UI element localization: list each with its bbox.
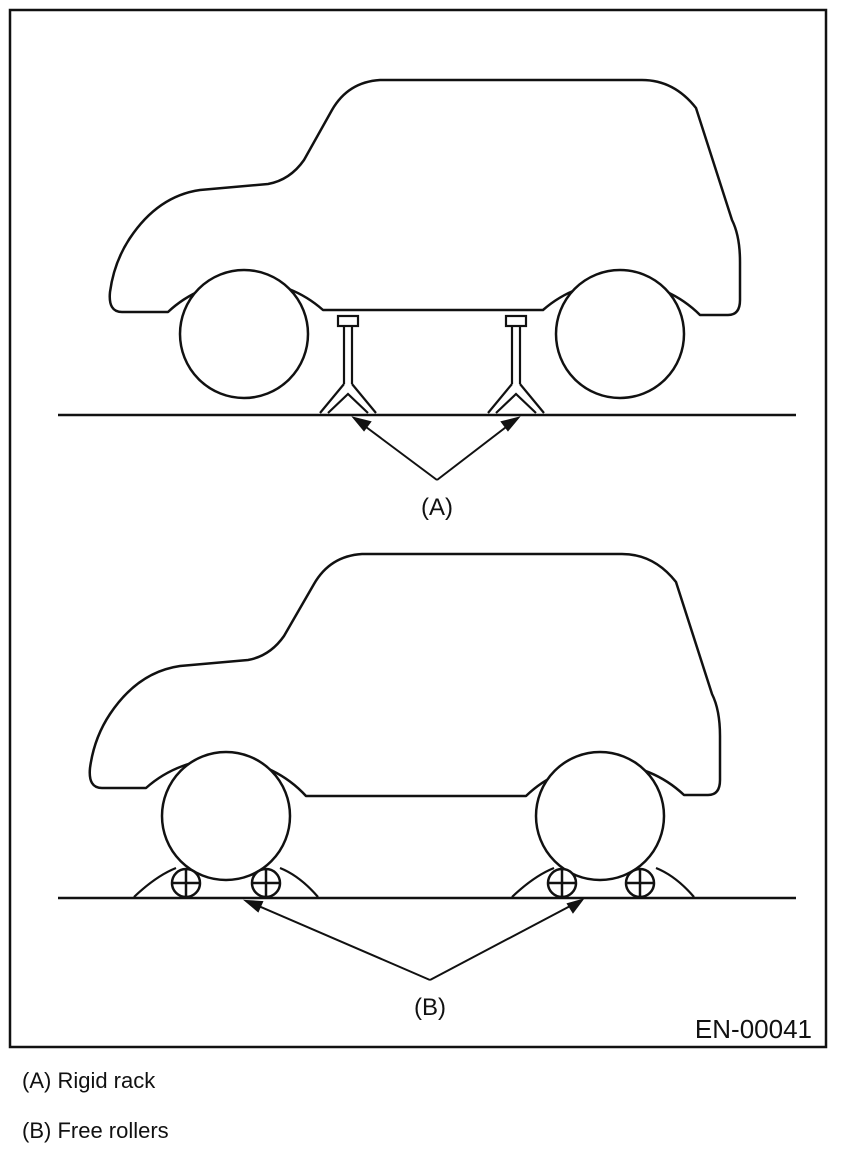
front-wheel-bottom <box>160 750 292 882</box>
figure-border <box>8 8 828 1049</box>
car-body-bottom <box>88 552 722 798</box>
figure-code: EN-00041 <box>695 1014 812 1044</box>
callout-label-b: (B) <box>414 994 446 1021</box>
callout-arrows-b <box>243 898 585 981</box>
diagram-figure: (A) <box>8 8 828 1049</box>
callout-label-a: (A) <box>421 494 453 521</box>
vehicle-on-rigid-rack: (A) <box>58 78 796 521</box>
free-roller-4 <box>624 867 656 899</box>
rigid-rack-right <box>487 314 545 414</box>
rear-wheel-bottom <box>534 750 666 882</box>
free-roller-2 <box>250 867 282 899</box>
front-wheel-top <box>178 268 310 400</box>
rigid-rack-left <box>319 314 377 414</box>
free-roller-1 <box>170 867 202 899</box>
rear-wheel-top <box>554 268 686 400</box>
roller-base-front <box>133 866 319 898</box>
callout-arrows-a <box>351 416 521 481</box>
roller-base-rear <box>511 866 695 898</box>
car-body-top <box>108 78 742 317</box>
legend-item-rigid-rack: (A) Rigid rack <box>22 1068 156 1093</box>
free-roller-3 <box>546 867 578 899</box>
legend-item-free-rollers: (B) Free rollers <box>22 1118 169 1143</box>
vehicle-on-free-rollers: (B) <box>58 552 796 1021</box>
